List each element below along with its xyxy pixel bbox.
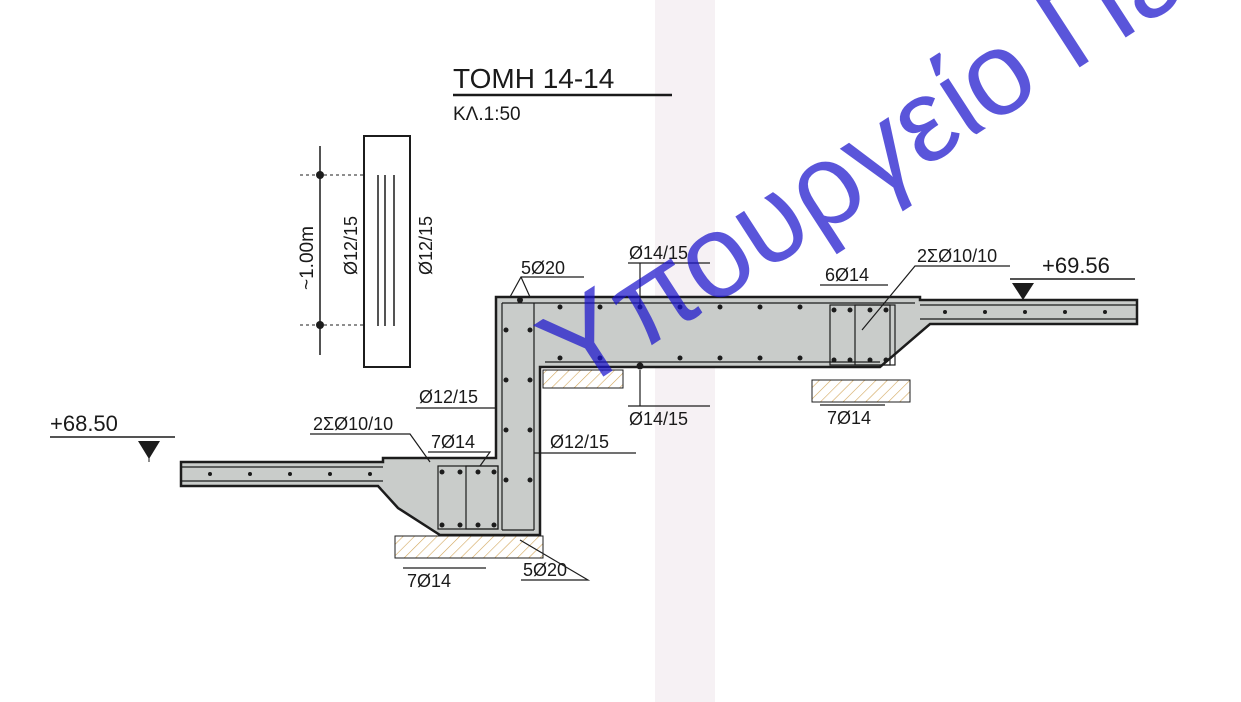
label-wall-bars-left: Ø12/15 [419, 387, 478, 407]
concrete-section [179, 295, 1139, 537]
level-marker-low [50, 436, 175, 462]
label-left-top-bars: 7Ø14 [431, 432, 475, 452]
label-left-bottom-bars: 7Ø14 [407, 571, 451, 591]
label-bottom-wall: 5Ø20 [523, 560, 567, 580]
wall-detail [300, 135, 411, 368]
label-left-stirrups: 2ΣØ10/10 [313, 414, 393, 434]
level-low-label: +68.50 [50, 411, 118, 436]
leader-lines [310, 262, 1010, 581]
detail-bar-right-label: Ø12/15 [416, 216, 436, 275]
label-wall-bars-right: Ø12/15 [550, 432, 609, 452]
detail-bar-left-label: Ø12/15 [341, 216, 361, 275]
scale-label: ΚΛ.1:50 [453, 104, 521, 125]
level-marker-high [1010, 278, 1135, 300]
lean-concrete-top [542, 369, 624, 389]
label-right-bottom-bars: 7Ø14 [827, 408, 871, 428]
level-high-label: +69.56 [1042, 253, 1110, 278]
lean-concrete-left [394, 535, 544, 559]
detail-length-label: ~1.00m [297, 226, 318, 290]
lean-concrete-right [811, 379, 911, 403]
label-right-stirrups: 2ΣØ10/10 [917, 246, 997, 266]
label-right-top-bars: 6Ø14 [825, 265, 869, 285]
section-title: ΤΟΜΗ 14-14 [453, 63, 614, 94]
label-top-wall: 5Ø20 [521, 258, 565, 278]
label-bottom-slab-bars: Ø14/15 [629, 409, 688, 429]
label-top-slab-bars: Ø14/15 [629, 243, 688, 263]
